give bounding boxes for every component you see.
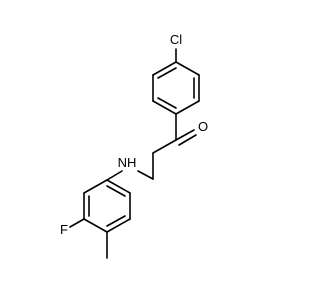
bond-ring2-a	[83, 179, 108, 194]
atom-label-nitrogen: NH	[118, 155, 137, 170]
bond-ring2-f	[106, 179, 131, 194]
bond-carbonyl-ch2	[152, 139, 177, 154]
bond-ring1-c	[152, 100, 177, 115]
bond-ring2-inner-1	[106, 185, 126, 197]
bond-ring1-f	[175, 61, 200, 76]
bond-ch2-n	[137, 170, 154, 180]
atom-label-oxygen: O	[198, 119, 208, 134]
bond-carbonyl-o-2	[178, 134, 197, 146]
bond-ring1-a	[152, 61, 177, 76]
molecule-structure: Cl O NH F	[60, 32, 208, 259]
bond-n-ring2	[106, 170, 123, 181]
bond-ring1-inner-1	[157, 67, 177, 79]
bond-ring2-f	[69, 218, 85, 228]
bond-ring2-inner-3	[106, 215, 126, 227]
bond-ring2-d	[106, 218, 131, 233]
atom-label-fluorine: F	[60, 222, 68, 237]
bond-ring1-inner-2	[157, 97, 177, 109]
structure-canvas: Cl O NH F	[60, 32, 208, 259]
bond-carbonyl-o-1	[175, 129, 195, 141]
atom-label-chlorine: Cl	[170, 32, 182, 47]
bond-ring1-d	[175, 100, 200, 115]
bond-ring2-c	[83, 218, 108, 233]
